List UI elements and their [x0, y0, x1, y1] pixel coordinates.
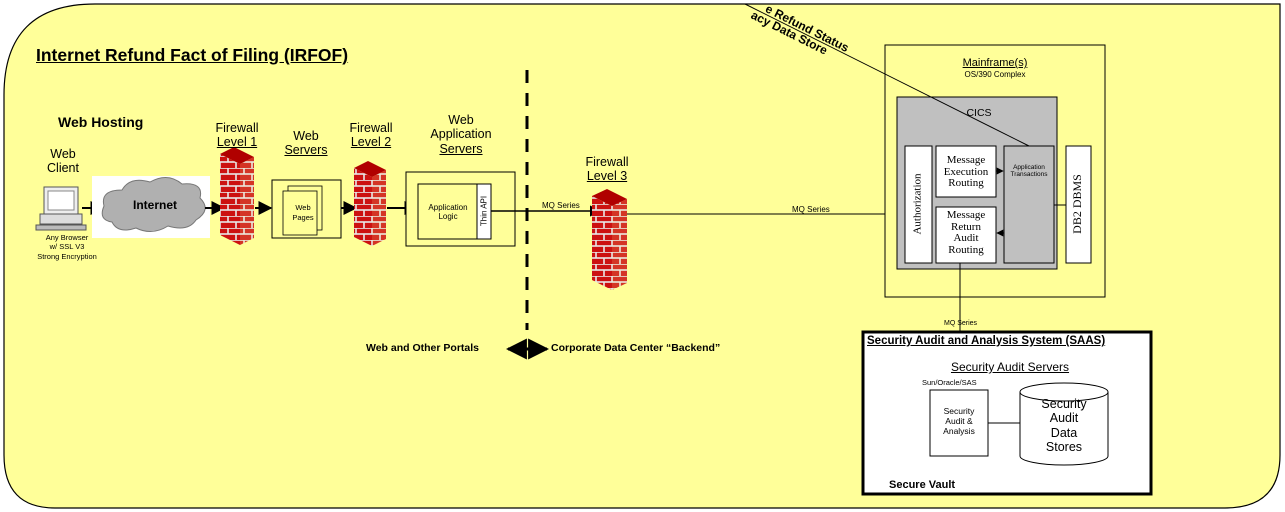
mq-series-label-3: MQ Series [944, 320, 977, 328]
mainframe-title: Mainframe(s) OS/390 Complex [935, 57, 1055, 79]
portals-right-label: Corporate Data Center “Backend” [551, 342, 720, 354]
web-app-servers-title: Web Application Servers [420, 113, 502, 156]
thin-api-label: Thin API [479, 196, 488, 226]
message-execution-label: Message Execution Routing [936, 155, 996, 190]
db2-label: DB2 DBMS [1071, 174, 1085, 234]
saas-servers-label: Security Audit Servers [930, 361, 1090, 375]
saas-platform-label: Sun/Oracle/SAS [922, 379, 977, 388]
web-client-caption: Any Browser w/ SSL V3 Strong Encryption [28, 233, 106, 261]
web-pages-label: Web Pages [286, 203, 320, 223]
firewall-3-icon [592, 189, 627, 290]
web-servers-title: Web Servers [278, 129, 334, 158]
internet-label: Internet [125, 199, 185, 213]
application-logic-label: Application Logic [419, 203, 477, 221]
mq-series-label-2: MQ Series [792, 205, 830, 214]
app-transactions-label: Application Transactions [1004, 164, 1054, 179]
data-stores-label: Security Audit Data Stores [1030, 397, 1098, 455]
saas-title: Security Audit and Analysis System (SAAS… [867, 335, 1105, 348]
firewall-1-title: Firewall Level 1 [208, 121, 266, 150]
authorization-label: Authorization [912, 173, 925, 234]
web-hosting-label: Web Hosting [58, 114, 143, 130]
page-title: Internet Refund Fact of Filing (IRFOF) [36, 45, 348, 65]
firewall-3-title: Firewall Level 3 [578, 155, 636, 184]
firewall-1-icon [220, 147, 254, 245]
mq-series-label-1: MQ Series [542, 201, 580, 210]
firewall-2-icon [354, 161, 386, 246]
secure-vault-label: Secure Vault [889, 479, 955, 492]
portals-left-label: Web and Other Portals [366, 342, 479, 354]
firewall-2-title: Firewall Level 2 [341, 121, 401, 150]
web-client-label: Web Client [43, 147, 83, 176]
security-analysis-label: Security Audit & Analysis [930, 407, 988, 436]
message-return-label: Message Return Audit Routing [936, 210, 996, 256]
cics-label: CICS [957, 107, 1001, 119]
computer-icon [36, 187, 86, 230]
